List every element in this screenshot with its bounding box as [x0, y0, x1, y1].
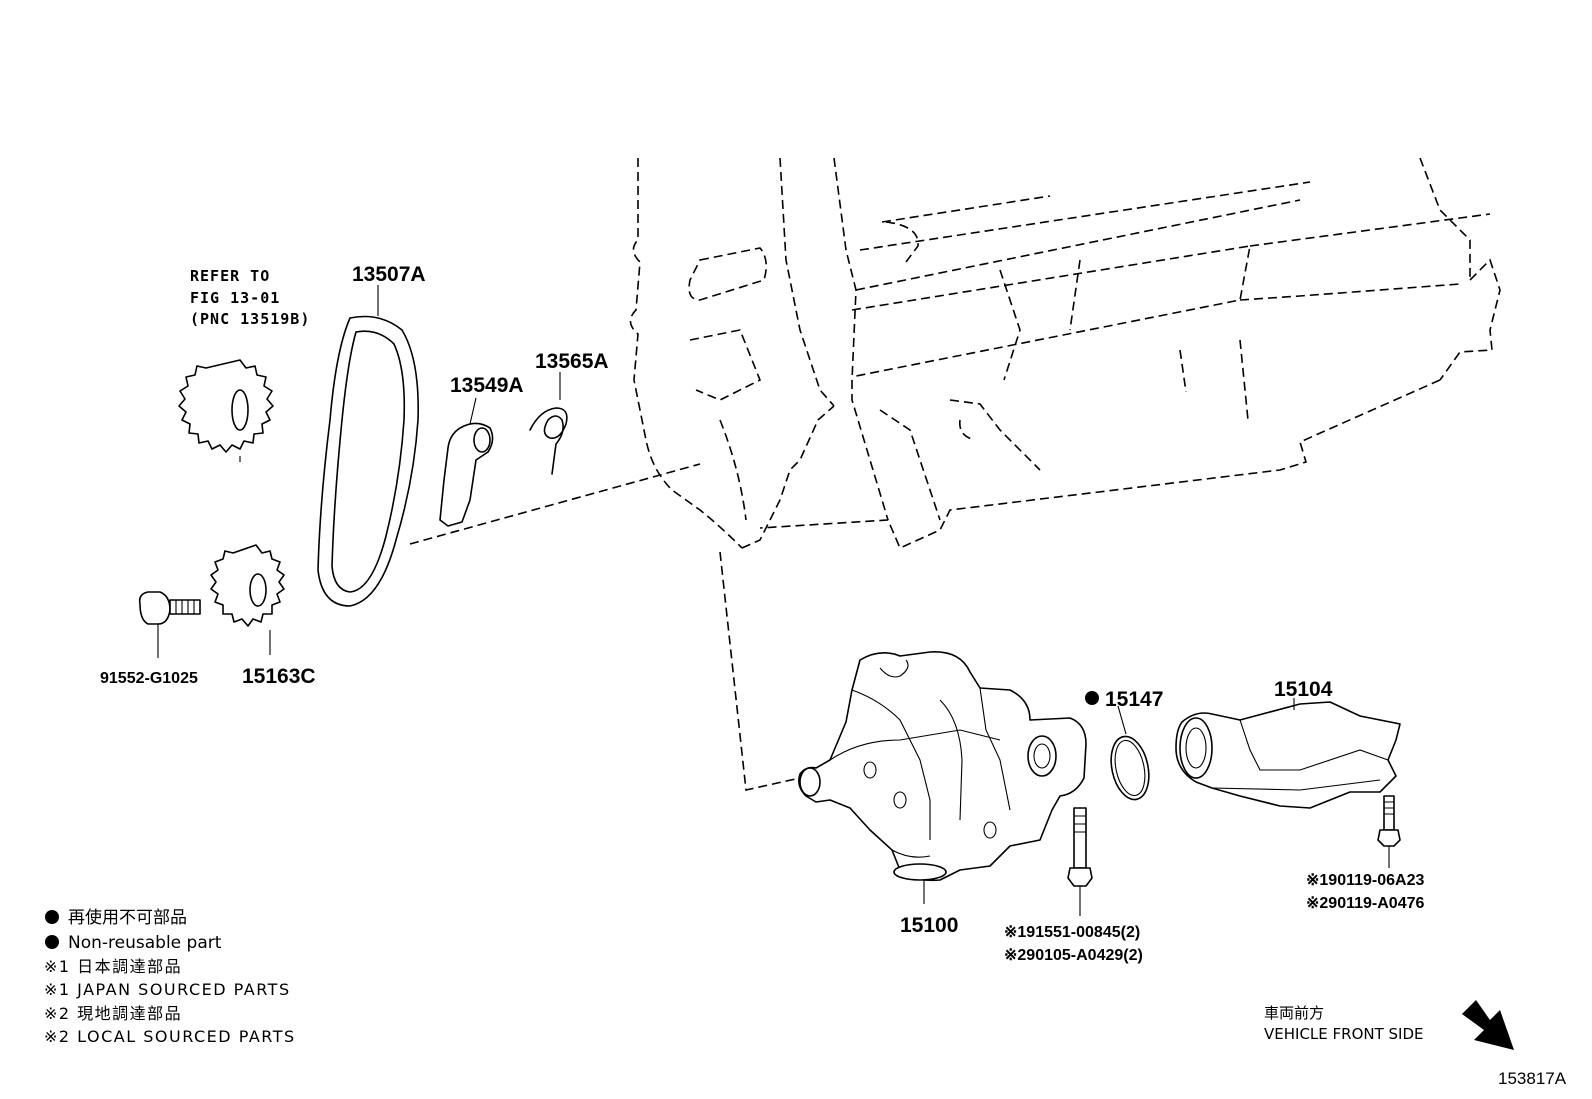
vehicle-front-arrow-icon: [1462, 1000, 1514, 1050]
bolt-label-center-1: ※191551-00845(2): [1004, 924, 1140, 941]
tensioner-spring-drawing: [529, 372, 568, 475]
part-label-13565a: 13565A: [535, 350, 609, 373]
part-label-91552-g1025: 91552-G1025: [100, 670, 198, 687]
tensioner-slipper-drawing: [439, 397, 494, 527]
timing-chain-drawing: [317, 285, 419, 607]
part-label-15100: 15100: [900, 914, 958, 937]
strainer-bolt-drawing: [1377, 795, 1401, 868]
refer-line-1: REFER TO: [190, 267, 270, 285]
o-ring-drawing: [1110, 705, 1150, 801]
oil-strainer-drawing: [1175, 698, 1401, 809]
assembly-guide-lines: [409, 463, 801, 791]
part-label-15147: 15147: [1105, 688, 1163, 711]
sprocket-bolt-drawing: [138, 591, 201, 658]
legend-note1-jp: ※1 日本調達部品: [44, 957, 182, 976]
part-label-13507a: 13507A: [352, 263, 426, 286]
legend-note2-en: ※2 LOCAL SOURCED PARTS: [44, 1027, 296, 1046]
part-label-15163c: 15163C: [242, 665, 316, 688]
bolt-label-center-2: ※290105-A0429(2): [1004, 947, 1143, 964]
bolt-label-right-2: ※290119-A0476: [1306, 895, 1424, 912]
oil-pump-drawing: [798, 651, 1087, 904]
part-label-15104: 15104: [1274, 678, 1333, 701]
bolt-label-right-1: ※190119-06A23: [1306, 872, 1424, 889]
engine-block-outline: [629, 157, 1501, 550]
legend: 再使用不可部品 Non-reusable part ※1 日本調達部品 ※1 J…: [44, 907, 296, 1046]
non-reusable-dot-icon: [1085, 691, 1099, 705]
pump-bolt-drawing: [1067, 807, 1093, 916]
refer-line-2: FIG 13-01: [190, 289, 280, 307]
part-label-13549a: 13549A: [450, 374, 524, 397]
legend-dot-icon: [45, 910, 59, 924]
legend-note1-en: ※1 JAPAN SOURCED PARTS: [44, 980, 291, 999]
legend-nonreusable-en: Non-reusable part: [68, 933, 222, 953]
lower-sprocket-drawing: [210, 544, 285, 655]
refer-line-3: (PNC 13519B): [190, 310, 310, 328]
upper-sprocket-drawing: [178, 359, 274, 462]
vehicle-front-en: VEHICLE FRONT SIDE: [1264, 1025, 1424, 1043]
legend-nonreusable-jp: 再使用不可部品: [68, 907, 187, 928]
vehicle-front-jp: 車両前方: [1264, 1004, 1324, 1022]
figure-id: 153817A: [1498, 1069, 1567, 1088]
legend-note2-jp: ※2 現地調達部品: [44, 1004, 182, 1023]
legend-dot-icon: [45, 935, 59, 949]
refer-note: REFER TO FIG 13-01 (PNC 13519B): [190, 267, 310, 328]
